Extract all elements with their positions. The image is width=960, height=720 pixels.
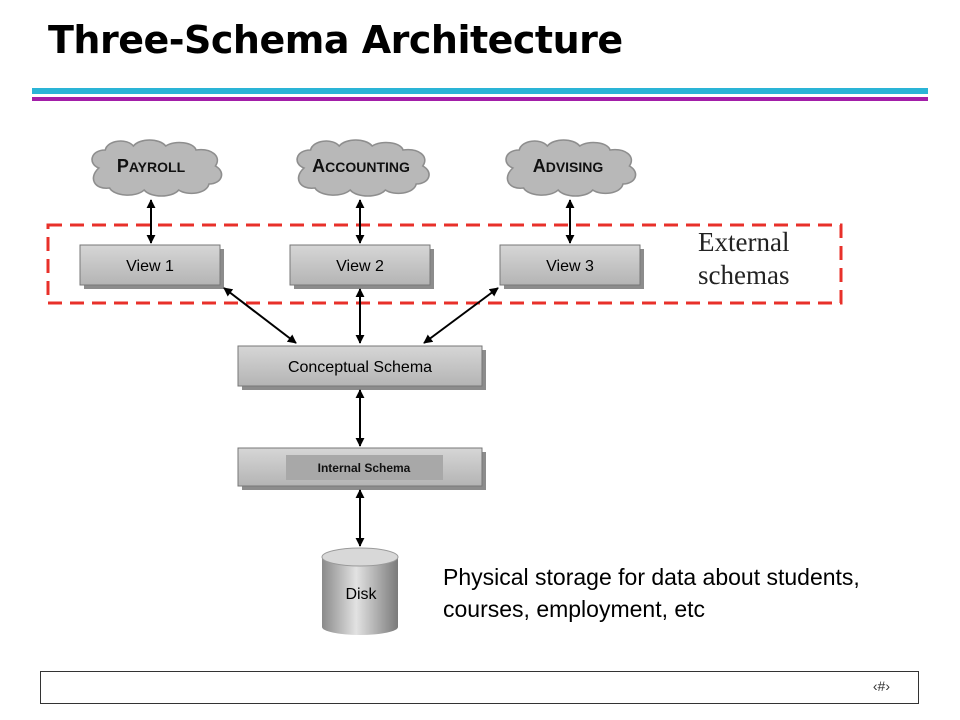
internal-schema-label: Internal Schema bbox=[318, 461, 411, 475]
view-label-2: View 2 bbox=[336, 258, 384, 275]
external-label-line2: schemas bbox=[698, 260, 790, 290]
conceptual-schema-box: Conceptual Schema bbox=[237, 345, 486, 390]
slide-title: Three-Schema Architecture bbox=[48, 18, 623, 62]
view-box-2: View 2 bbox=[289, 244, 434, 289]
arrow-view3-conceptual bbox=[423, 287, 499, 344]
footer-bar: ‹#› bbox=[40, 671, 919, 704]
user-label-advising: ADVISING bbox=[533, 156, 604, 176]
physical-storage-note: Physical storage for data about students… bbox=[443, 564, 860, 622]
page-number: ‹#› bbox=[872, 678, 890, 694]
conceptual-schema-label: Conceptual Schema bbox=[288, 359, 432, 376]
view-label-1: View 1 bbox=[126, 258, 174, 275]
user-label-payroll: PAYROLL bbox=[117, 156, 186, 176]
external-schemas-label: External schemas bbox=[698, 226, 789, 292]
external-label-line1: External bbox=[698, 227, 790, 257]
user-label-accounting: ACCOUNTING bbox=[312, 156, 410, 176]
internal-schema-box: Internal Schema bbox=[237, 447, 486, 490]
disk-label: Disk bbox=[345, 586, 377, 603]
view-box-3: View 3 bbox=[499, 244, 644, 289]
title-rule-magenta bbox=[32, 97, 928, 101]
arrow-view1-conceptual bbox=[223, 287, 297, 344]
title-rule-cyan bbox=[32, 88, 928, 94]
view-box-1: View 1 bbox=[79, 244, 224, 289]
disk-cylinder: Disk bbox=[321, 547, 399, 635]
view-label-3: View 3 bbox=[546, 258, 594, 275]
